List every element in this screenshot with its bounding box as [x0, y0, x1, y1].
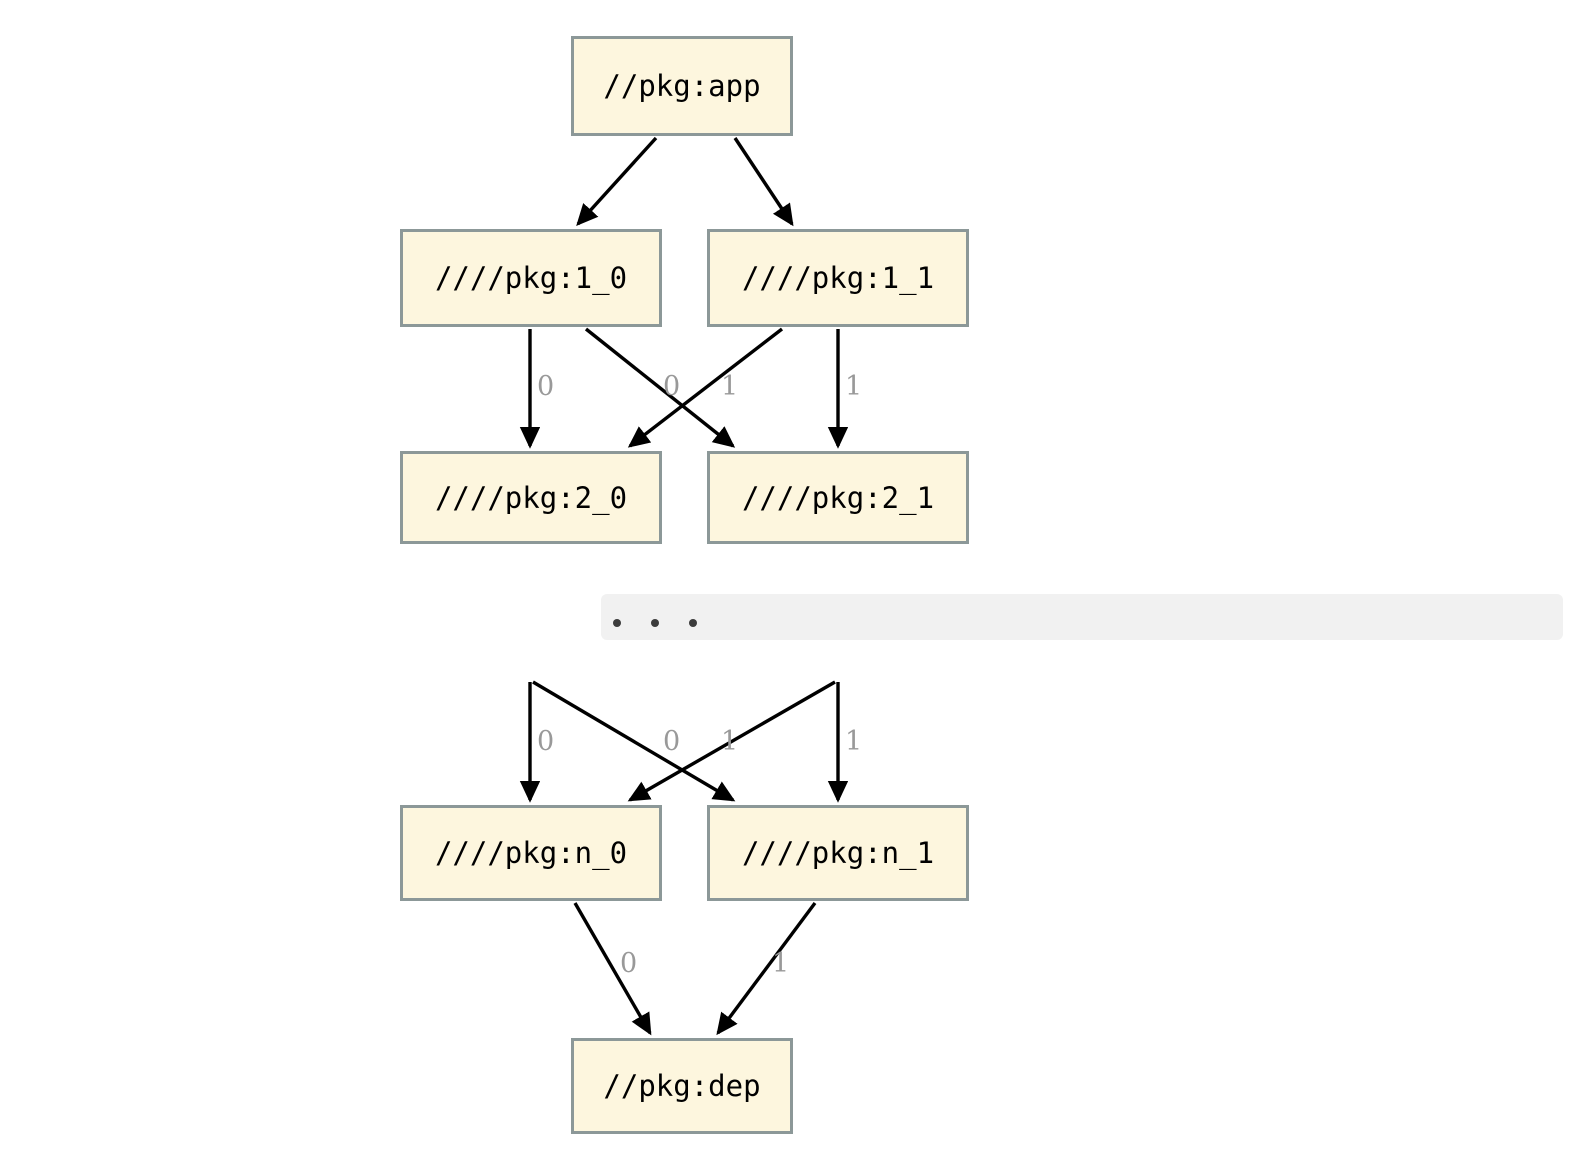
- edge-arrow: [532, 680, 736, 802]
- edge-arrow: [584, 327, 736, 448]
- ellipsis-dot: [613, 619, 621, 627]
- edge-label: 1: [845, 371, 863, 402]
- edge-label: 0: [537, 371, 555, 402]
- node-l1_1[interactable]: ////pkg:1_1: [707, 229, 969, 327]
- ellipsis-band: [601, 594, 1563, 640]
- node-label: ////pkg:n_0: [434, 836, 628, 870]
- edge-label: 0: [620, 948, 638, 979]
- node-dep[interactable]: //pkg:dep: [571, 1038, 793, 1134]
- ellipsis-dots: [613, 619, 697, 627]
- edge-arrow: [627, 327, 784, 448]
- edge-arrow: [716, 901, 817, 1036]
- node-ln_1[interactable]: ////pkg:n_1: [707, 805, 969, 901]
- node-l2_0[interactable]: ////pkg:2_0: [400, 451, 662, 544]
- node-label: //pkg:app: [603, 69, 761, 103]
- edge-label: 0: [663, 726, 681, 757]
- node-ln_0[interactable]: ////pkg:n_0: [400, 805, 662, 901]
- edge-label: 1: [845, 726, 863, 757]
- edge-label: 0: [537, 726, 555, 757]
- edge-label: 1: [721, 726, 739, 757]
- node-label: ////pkg:2_0: [434, 480, 628, 515]
- node-label: ////pkg:n_1: [741, 836, 935, 870]
- edge-arrow: [573, 902, 652, 1036]
- node-label: ////pkg:2_1: [741, 480, 935, 515]
- ellipsis-dot: [689, 619, 697, 627]
- edge-arrow: [627, 680, 836, 802]
- edge-label: 0: [663, 371, 681, 402]
- edge-arrow: [733, 137, 794, 227]
- edge-label: 1: [721, 371, 739, 402]
- edge-arrow: [576, 136, 658, 227]
- edge-label: 1: [772, 948, 790, 979]
- ellipsis-dot: [651, 619, 659, 627]
- node-app[interactable]: //pkg:app: [571, 36, 793, 136]
- node-label: //pkg:dep: [603, 1069, 761, 1103]
- node-l1_0[interactable]: ////pkg:1_0: [400, 229, 662, 327]
- node-label: ////pkg:1_0: [434, 261, 628, 295]
- node-l2_1[interactable]: ////pkg:2_1: [707, 451, 969, 544]
- node-label: ////pkg:1_1: [741, 261, 935, 295]
